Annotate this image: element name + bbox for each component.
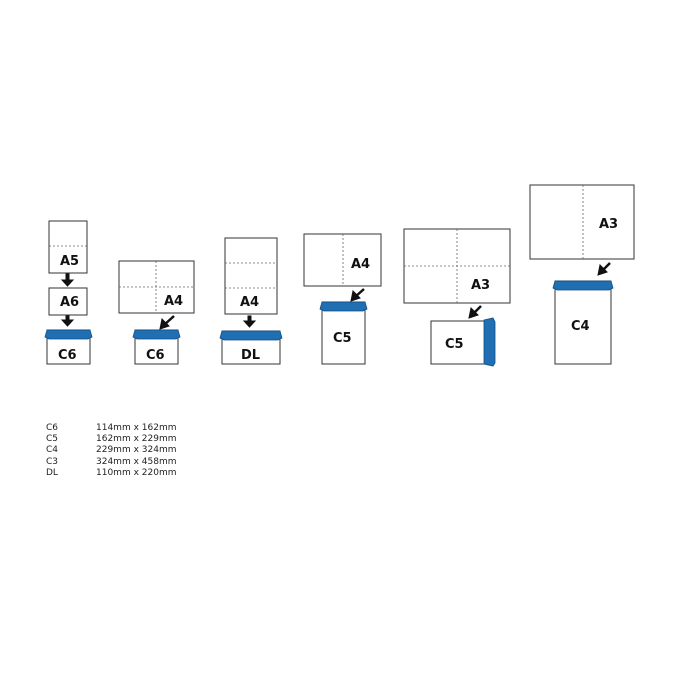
c4-label: C4 (571, 319, 590, 334)
a5-sheet (48, 220, 88, 274)
c5-envelope-flap (319, 301, 368, 312)
c6-envelope-flap (44, 329, 93, 340)
dl-envelope-flap (219, 330, 283, 341)
size-dimensions: 162mm x 229mm (96, 434, 177, 445)
arrow-diagonal-icon (597, 262, 611, 276)
dl-label: DL (241, 348, 260, 363)
a6-label: A6 (60, 295, 79, 310)
size-dimensions: 324mm x 458mm (96, 456, 177, 467)
a4-label: A4 (164, 294, 183, 309)
arrow-down-icon (60, 273, 75, 287)
arrow-diagonal-icon (159, 315, 175, 330)
size-row: C3 324mm x 458mm (46, 457, 176, 468)
a4-sheet (224, 237, 278, 315)
size-code: DL (46, 467, 58, 478)
size-dimensions: 229mm x 324mm (96, 445, 177, 456)
size-dimensions: 110mm x 220mm (96, 467, 177, 478)
size-row: DL 110mm x 220mm (46, 468, 176, 479)
c6-label: C6 (146, 348, 165, 363)
size-code: C6 (46, 423, 59, 433)
a5-label: A5 (60, 254, 79, 269)
c5-envelope (430, 320, 494, 365)
group-a4-c5: A4 C5 (303, 233, 382, 365)
c5-label: C5 (333, 331, 352, 346)
group-a4-c6: A4 C6 (118, 260, 195, 365)
group-a5-a6-c6: A5 A6 C6 (44, 220, 93, 365)
group-a3-c4: A3 C4 (529, 184, 635, 365)
arrow-diagonal-icon (468, 305, 482, 319)
c6-envelope-flap (132, 329, 181, 340)
c6-label: C6 (58, 348, 77, 363)
arrow-down-icon (60, 315, 75, 327)
size-code: C5 (46, 434, 59, 445)
a6-sheet (48, 287, 88, 316)
group-a3-c5: A3 C5 (403, 228, 511, 367)
size-code: C4 (46, 445, 59, 456)
size-code: C3 (46, 456, 59, 467)
c5-envelope (321, 301, 366, 365)
a4-label: A4 (351, 257, 370, 272)
size-dimensions: 114mm x 162mm (96, 423, 177, 433)
a3-label: A3 (599, 217, 618, 232)
arrow-diagonal-icon (350, 288, 365, 302)
c5-label: C5 (445, 337, 464, 352)
arrow-down-icon (242, 315, 257, 328)
size-row: C6 114mm x 162mm (46, 423, 176, 434)
a4-sheet (303, 233, 382, 287)
c5-envelope-flap (483, 317, 496, 367)
size-row: C4 229mm x 324mm (46, 445, 176, 456)
a3-sheet (529, 184, 635, 260)
a3-label: A3 (471, 278, 490, 293)
a4-label: A4 (240, 295, 259, 310)
size-row: C5 162mm x 229mm (46, 434, 176, 445)
group-a4-dl: A4 DL (219, 237, 283, 365)
c4-envelope-flap (552, 280, 614, 291)
envelope-size-table: C6 114mm x 162mm C5 162mm x 229mm C4 229… (46, 423, 176, 479)
